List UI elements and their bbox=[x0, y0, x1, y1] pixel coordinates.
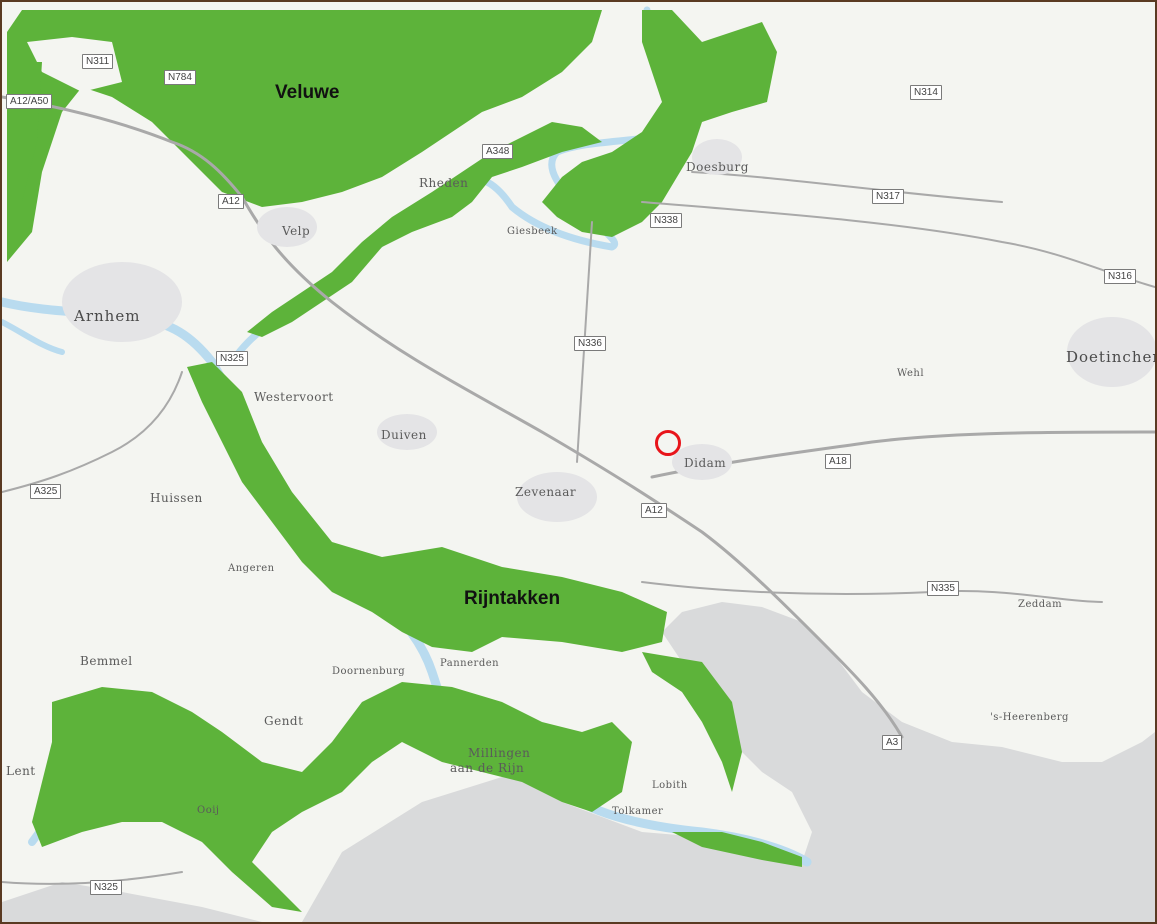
place-label-ooij: Ooij bbox=[197, 805, 220, 816]
place-label-aan-de-rijn: aan de Rijn bbox=[450, 761, 525, 775]
place-label-didam: Didam bbox=[684, 456, 727, 470]
place-label-angeren: Angeren bbox=[228, 563, 275, 574]
waal-east-strip bbox=[672, 832, 802, 867]
urban-areas bbox=[62, 139, 1155, 522]
waal-floodplain bbox=[32, 682, 632, 912]
place-label-millingen: Millingen bbox=[468, 746, 531, 760]
ijssel-floodplain-north bbox=[542, 10, 777, 237]
area-label-veluwe: Veluwe bbox=[275, 82, 340, 103]
place-label-giesbeek: Giesbeek bbox=[507, 226, 558, 237]
road-shield-a348: A348 bbox=[482, 144, 514, 159]
road-shield-n325-south: N325 bbox=[90, 880, 122, 895]
place-label-duiven: Duiven bbox=[381, 428, 427, 442]
place-label-velp: Velp bbox=[282, 224, 311, 238]
road-shield-n784: N784 bbox=[164, 70, 196, 85]
road-shield-a12-a50: A12/A50 bbox=[6, 94, 53, 109]
road-shield-n325-north: N325 bbox=[216, 351, 248, 366]
place-label-zevenaar: Zevenaar bbox=[515, 485, 577, 499]
road-shield-a12-west: A12 bbox=[218, 194, 244, 209]
place-label-westervoort: Westervoort bbox=[254, 390, 334, 404]
road-shield-n311: N311 bbox=[82, 54, 114, 69]
place-label-heerenberg: 's-Heerenberg bbox=[990, 712, 1069, 723]
natura2000-areas bbox=[7, 10, 802, 912]
road-shield-n314: N314 bbox=[910, 85, 942, 100]
rijntakken-east-strip bbox=[642, 652, 742, 792]
road-shield-n335: N335 bbox=[927, 581, 959, 596]
place-label-zeddam: Zeddam bbox=[1018, 599, 1063, 610]
river-nederrijn-w bbox=[2, 319, 65, 355]
place-label-pannerden: Pannerden bbox=[440, 658, 500, 669]
place-label-huissen: Huissen bbox=[150, 491, 203, 505]
rijntakken-area bbox=[187, 362, 667, 652]
road-shield-n316: N316 bbox=[1104, 269, 1136, 284]
road-shield-a12-south: A12 bbox=[641, 503, 667, 518]
place-label-lobith: Lobith bbox=[652, 780, 688, 791]
road-shield-n336: N336 bbox=[574, 336, 606, 351]
place-label-lent: Lent bbox=[6, 764, 36, 778]
area-label-rijntakken: Rijntakken bbox=[464, 588, 561, 609]
road-shield-a18: A18 bbox=[825, 454, 851, 469]
place-label-tolkamer: Tolkamer bbox=[612, 806, 664, 817]
place-label-bemmel: Bemmel bbox=[80, 654, 133, 668]
place-label-gendt: Gendt bbox=[264, 714, 304, 728]
location-marker-circle bbox=[655, 430, 681, 456]
road-shield-n338: N338 bbox=[650, 213, 682, 228]
veluwe-area bbox=[7, 10, 602, 262]
road-shield-a325: A325 bbox=[30, 484, 62, 499]
road-shield-n317: N317 bbox=[872, 189, 904, 204]
ijssel-floodplain-south bbox=[247, 122, 602, 337]
place-label-wehl: Wehl bbox=[897, 368, 925, 379]
place-label-doesburg: Doesburg bbox=[686, 160, 749, 174]
place-label-doetinchem: Doetinchem bbox=[1066, 348, 1155, 366]
place-label-doornenburg: Doornenburg bbox=[332, 666, 406, 677]
place-label-rheden: Rheden bbox=[419, 176, 469, 190]
place-label-arnhem: Arnhem bbox=[74, 307, 141, 325]
outside-netherlands-area bbox=[302, 602, 1155, 922]
road-shield-a3: A3 bbox=[882, 735, 903, 750]
